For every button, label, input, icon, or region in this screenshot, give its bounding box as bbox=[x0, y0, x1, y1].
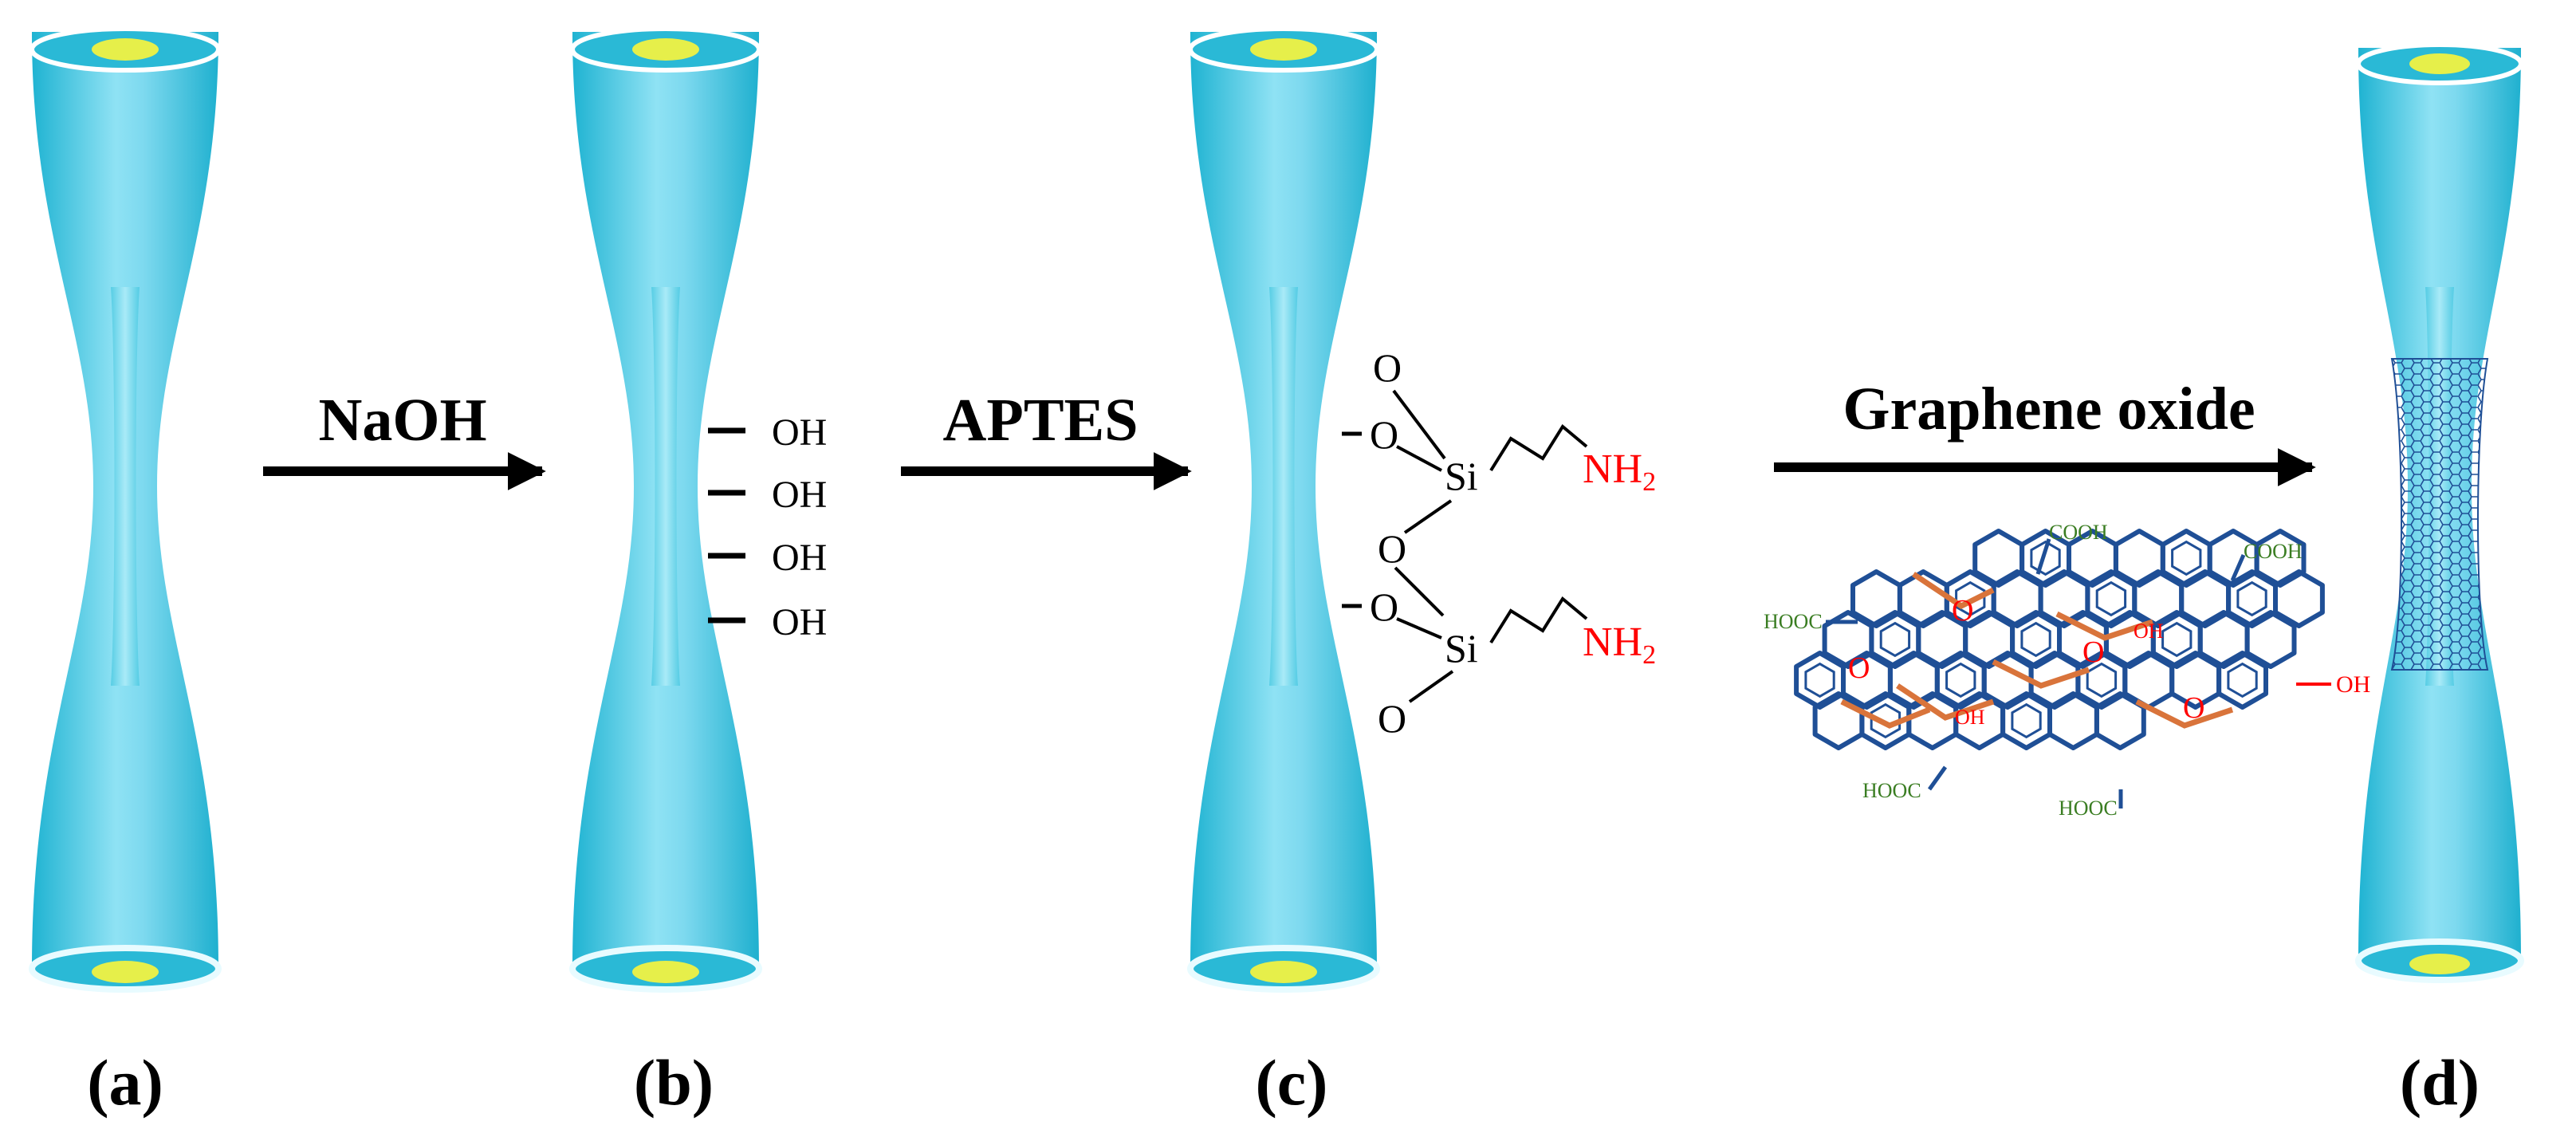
silicon-atom: Si bbox=[1445, 454, 1478, 498]
step-arrow-1: NaOH bbox=[263, 387, 546, 490]
oxygen-atom: O bbox=[1378, 696, 1406, 741]
graphene-double-bond bbox=[2236, 580, 2267, 617]
reagent-aptes: APTES bbox=[943, 387, 1139, 454]
graphene-double-bond bbox=[1945, 662, 1976, 698]
panel-label-c: (c) bbox=[1255, 1046, 1327, 1119]
hydroxyl-on-sheet: OH bbox=[2134, 620, 2164, 643]
oxygen-atom: O bbox=[1378, 526, 1406, 571]
oxygen-atom: O bbox=[1370, 584, 1398, 629]
step-arrow-2: APTES bbox=[901, 387, 1192, 490]
epoxide-oxygen: O bbox=[1848, 651, 1870, 685]
graphene-double-bond bbox=[2171, 540, 2202, 576]
aptes-structure: O O Si NH2 O O Si NH2 O bbox=[1342, 345, 1656, 741]
graphene-double-bond bbox=[2095, 580, 2127, 617]
graphene-double-bond bbox=[1955, 580, 1986, 617]
graphene-hexagon bbox=[2047, 691, 2099, 750]
hydroxyl-groups: OH OH OH OH bbox=[708, 411, 827, 643]
hydroxyl-label: OH bbox=[772, 601, 827, 643]
panel-label-a: (a) bbox=[87, 1046, 163, 1119]
graphene-hexagon bbox=[1794, 651, 1846, 710]
graphene-double-bond bbox=[2030, 540, 2061, 576]
epoxide-oxygen: O bbox=[1952, 594, 1973, 628]
graphene-hexagon bbox=[2244, 610, 2297, 669]
graphene-hexagon bbox=[1812, 691, 1865, 750]
tapered-fiber-a bbox=[29, 26, 222, 993]
oxygen-atom: O bbox=[1373, 345, 1402, 390]
hydroxyl-label: OH bbox=[772, 537, 827, 579]
graphene-double-bond bbox=[2020, 621, 2051, 658]
graphene-double-bond bbox=[1804, 662, 1835, 698]
graphene-double-bond bbox=[2011, 702, 2042, 739]
tapered-fiber-d bbox=[2355, 42, 2524, 983]
graphene-oxide-sheet: O O O O OH OH OH COOH COOH HOOC HOOC HOO… bbox=[1764, 521, 2370, 820]
carboxyl-label: HOOC bbox=[1862, 779, 1921, 802]
epoxide-oxygen: O bbox=[2183, 691, 2204, 725]
tapered-fiber-b bbox=[569, 26, 762, 993]
panel-label-b: (b) bbox=[634, 1046, 714, 1119]
graphene-double-bond bbox=[1879, 621, 1911, 658]
graphene-double-bond bbox=[1870, 702, 1902, 739]
graphene-double-bond bbox=[2227, 662, 2258, 698]
graphene-oxide-coating bbox=[2390, 358, 2489, 671]
graphene-hexagon bbox=[2216, 651, 2268, 710]
step-arrow-3: Graphene oxide bbox=[1774, 376, 2316, 486]
graphene-hexagon bbox=[1906, 691, 1959, 750]
silicon-atom: Si bbox=[1445, 626, 1478, 671]
carboxyl-label: COOH bbox=[2049, 521, 2108, 544]
hydroxyl-label: OH bbox=[772, 474, 827, 516]
carboxyl-label: HOOC bbox=[1764, 610, 1823, 633]
amine-group: NH2 bbox=[1583, 447, 1656, 497]
graphene-double-bond bbox=[2161, 621, 2193, 658]
fiber-core-top bbox=[92, 38, 159, 61]
hydroxyl-on-sheet: OH bbox=[2336, 671, 2370, 698]
hydroxyl-label: OH bbox=[772, 411, 827, 454]
graphene-hexagon bbox=[2000, 691, 2052, 750]
reagent-graphene-oxide: Graphene oxide bbox=[1843, 376, 2255, 443]
carboxyl-label: HOOC bbox=[2059, 797, 2118, 820]
graphene-lattice bbox=[1794, 529, 2325, 750]
hydroxyl-on-sheet: OH bbox=[1955, 706, 1985, 729]
panel-label-d: (d) bbox=[2400, 1046, 2480, 1119]
graphene-hexagon bbox=[2273, 569, 2325, 628]
amine-group: NH2 bbox=[1583, 620, 1656, 670]
oxygen-atom: O bbox=[1370, 412, 1398, 457]
fiber-core-bottom bbox=[92, 961, 159, 983]
tapered-fiber-c bbox=[1187, 26, 1380, 993]
reagent-naoh: NaOH bbox=[318, 387, 486, 454]
carboxyl-label: COOH bbox=[2244, 540, 2303, 563]
epoxide-oxygen: O bbox=[2082, 635, 2104, 669]
